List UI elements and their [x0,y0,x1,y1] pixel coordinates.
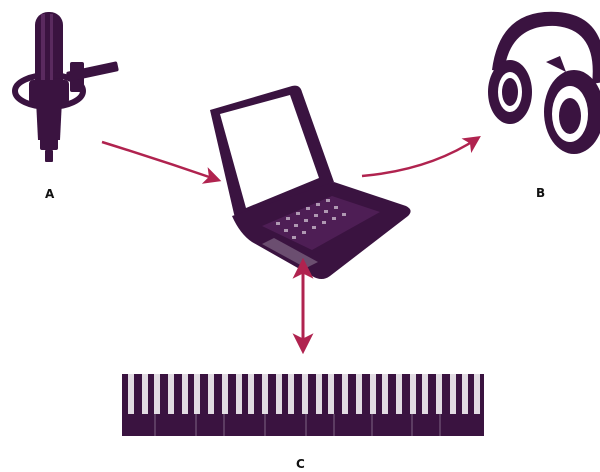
arrow-mic-to-laptop [102,142,218,180]
microphone-icon [15,12,119,162]
headphones-icon [488,12,600,154]
label-c: C [296,458,305,470]
laptop-icon [210,86,411,279]
arrow-laptop-to-headphones [362,138,478,176]
label-b: B [536,187,545,199]
label-a: A [45,188,54,200]
midi-keyboard-icon [122,374,484,436]
